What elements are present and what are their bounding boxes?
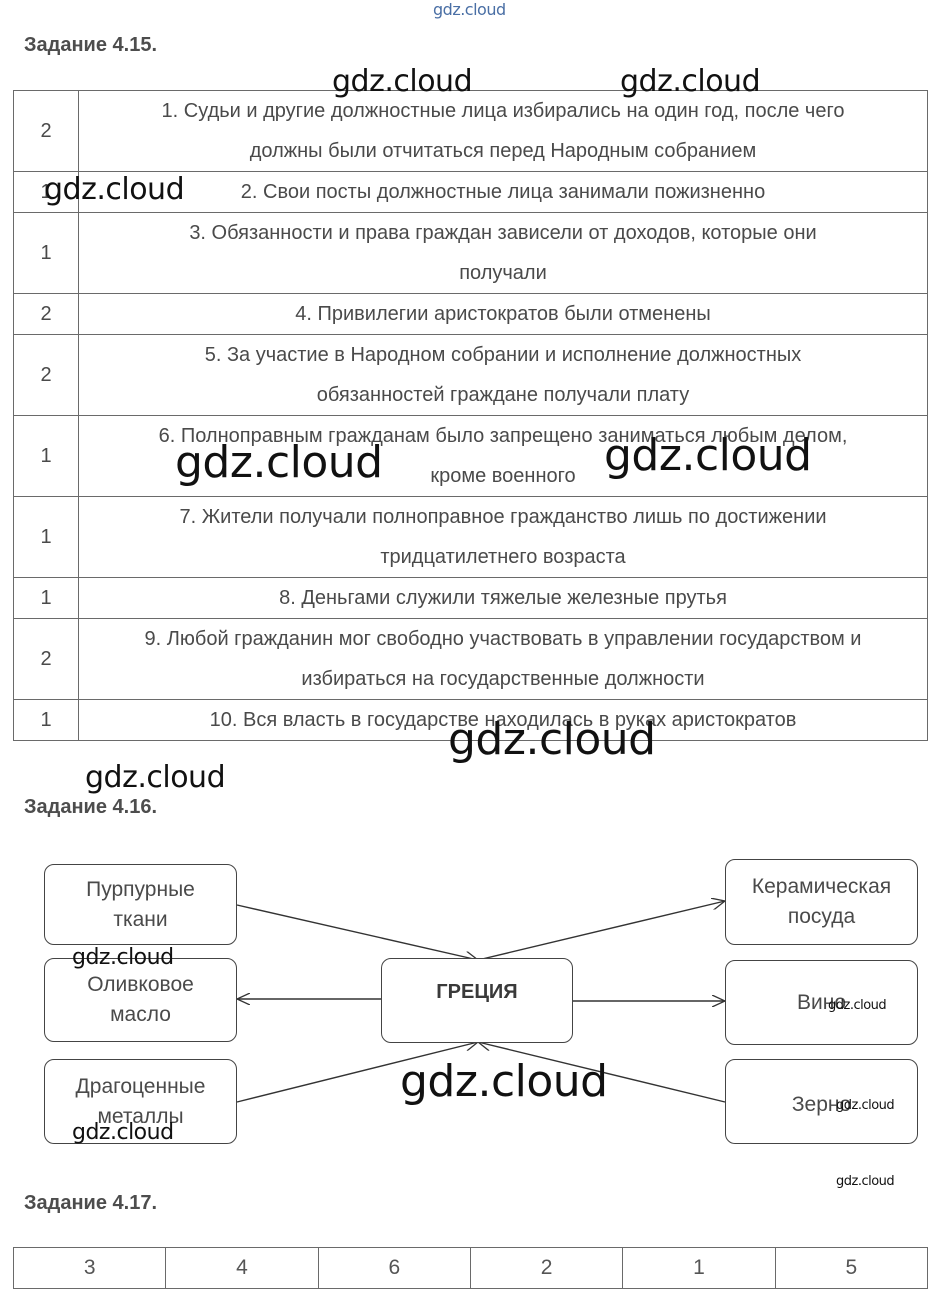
answer-cell: 2 [13,334,79,416]
task-4-16-heading: Задание 4.16. [24,796,158,818]
answer-cell: 1 [13,577,79,619]
answer-cell: 1 [13,699,79,741]
arrow-metals [236,1042,478,1103]
statement-cell: 4. Привилегии аристократов были отменены [78,293,928,335]
table-row: 1 3. Обязанности и права граждан зависел… [13,212,928,294]
watermark: gdz.cloud [332,64,473,99]
answer-cell: 1 [622,1247,776,1289]
answer-cell: 6 [317,1247,471,1289]
table-row: 1 2. Свои посты должностные лица занимал… [13,171,928,213]
table-row: 1 7. Жители получали полноправное гражда… [13,496,928,578]
arrow-purple-fabric [236,904,478,960]
arrow-grain [478,1042,726,1103]
watermark: gdz.cloud [85,760,226,795]
statement-cell: 7. Жители получали полноправное гражданс… [78,496,928,578]
watermark: gdz.cloud [72,945,174,970]
statement-cell: 9. Любой гражданин мог свободно участвов… [78,618,928,700]
answer-cell: 2 [13,90,79,172]
watermark: gdz.cloud [828,998,887,1013]
answer-cell: 4 [165,1247,319,1289]
statement-cell: 6. Полноправным гражданам было запрещено… [78,415,928,497]
table-row: 2 1. Судьи и другие должностные лица изб… [13,90,928,172]
statement-cell: 10. Вся власть в государстве находилась … [78,699,928,741]
table-row: 1 6. Полноправным гражданам было запреще… [13,415,928,497]
statement-cell: 3. Обязанности и права граждан зависели … [78,212,928,294]
table-row: 3 4 6 2 1 5 [12,1247,929,1289]
box-wine: Вино [725,960,918,1045]
table-row: 2 4. Привилегии аристократов были отмене… [13,293,928,335]
watermark: gdz.cloud [72,1120,174,1145]
table-row: 2 5. За участие в Народном собрании и ис… [13,334,928,416]
watermark: gdz.cloud [433,0,506,19]
answer-cell: 5 [774,1247,929,1289]
task-4-17-heading: Задание 4.17. [24,1192,158,1214]
answer-cell: 2 [469,1247,624,1289]
task-4-15-table: 2 1. Судьи и другие должностные лица изб… [13,90,928,741]
statement-cell: 2. Свои посты должностные лица занимали … [78,171,928,213]
answer-cell: 1 [13,212,79,294]
watermark: gdz.cloud [620,64,761,99]
answer-cell: 2 [13,618,79,700]
watermark: gdz.cloud [175,437,383,488]
watermark: gdz.cloud [44,172,185,207]
table-row: 1 10. Вся власть в государстве находилас… [13,699,928,741]
answer-cell: 2 [13,293,79,335]
watermark: gdz.cloud [448,714,656,765]
watermark: gdz.cloud [400,1056,608,1107]
task-4-17-table: 3 4 6 2 1 5 [12,1247,929,1289]
box-greece: ГРЕЦИЯ [381,958,573,1043]
statement-cell: 1. Судьи и другие должностные лица избир… [78,90,928,172]
watermark: gdz.cloud [836,1174,895,1189]
table-row: 2 9. Любой гражданин мог свободно участв… [13,618,928,700]
watermark: gdz.cloud [604,430,812,481]
watermark: gdz.cloud [836,1098,895,1113]
statement-cell: 5. За участие в Народном собрании и испо… [78,334,928,416]
box-grain: Зерно [725,1059,918,1144]
arrow-ceramics [477,901,725,961]
answer-cell: 1 [13,415,79,497]
task-4-15-heading: Задание 4.15. [24,34,158,56]
answer-cell: 3 [12,1247,167,1289]
